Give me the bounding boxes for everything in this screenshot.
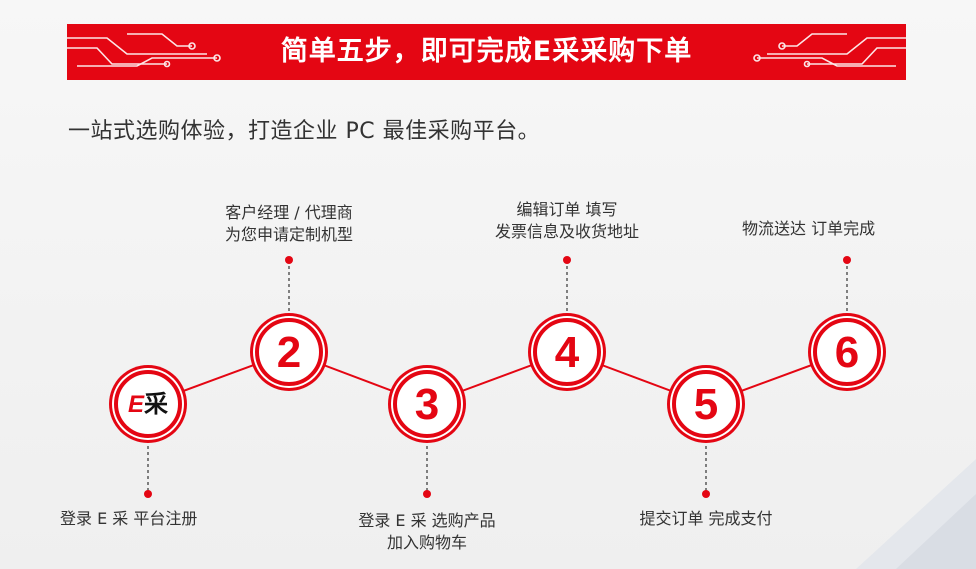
dot-4 <box>563 256 571 264</box>
step-4-label: 编辑订单 填写 发票信息及收货地址 <box>494 200 639 241</box>
step-6-circle: 6 <box>813 318 881 386</box>
step-2-number: 2 <box>276 328 302 377</box>
banner-title: 简单五步，即可完成E采采购下单 <box>280 36 693 67</box>
dot-1 <box>144 490 152 498</box>
step-1-logo-circle: E采 <box>114 370 182 438</box>
decorative-background-shape <box>856 459 976 569</box>
step-3-label: 登录 E 采 选购产品 加入购物车 <box>358 511 496 552</box>
step-3-number: 3 <box>414 380 440 429</box>
subtitle: 一站式选购体验，打造企业 PC 最佳采购平台。 <box>68 119 541 144</box>
step-3-circle: 3 <box>393 370 461 438</box>
dashed-leaders <box>147 260 848 494</box>
dot-5 <box>702 490 710 498</box>
dot-3 <box>423 490 431 498</box>
step-5-circle: 5 <box>672 370 740 438</box>
dot-6 <box>843 256 851 264</box>
step-6-number: 6 <box>834 328 860 377</box>
step-2-label: 客户经理 / 代理商 为您申请定制机型 <box>224 203 353 244</box>
step-5-number: 5 <box>693 380 719 429</box>
ecai-logo: E采 <box>127 391 168 418</box>
connector-lines <box>147 351 848 405</box>
dot-2 <box>285 256 293 264</box>
circuit-decoration <box>67 33 906 68</box>
step-4-number: 4 <box>554 328 580 377</box>
step-2-circle: 2 <box>255 318 323 386</box>
leader-dots <box>144 256 851 498</box>
step-4-circle: 4 <box>533 318 601 386</box>
title-banner: 简单五步，即可完成E采采购下单 <box>67 24 906 80</box>
step-6-label: 物流送达 订单完成 <box>742 219 876 238</box>
step-1-label: 登录 E 采 平台注册 <box>60 509 198 528</box>
step-5-label: 提交订单 完成支付 <box>639 509 773 528</box>
